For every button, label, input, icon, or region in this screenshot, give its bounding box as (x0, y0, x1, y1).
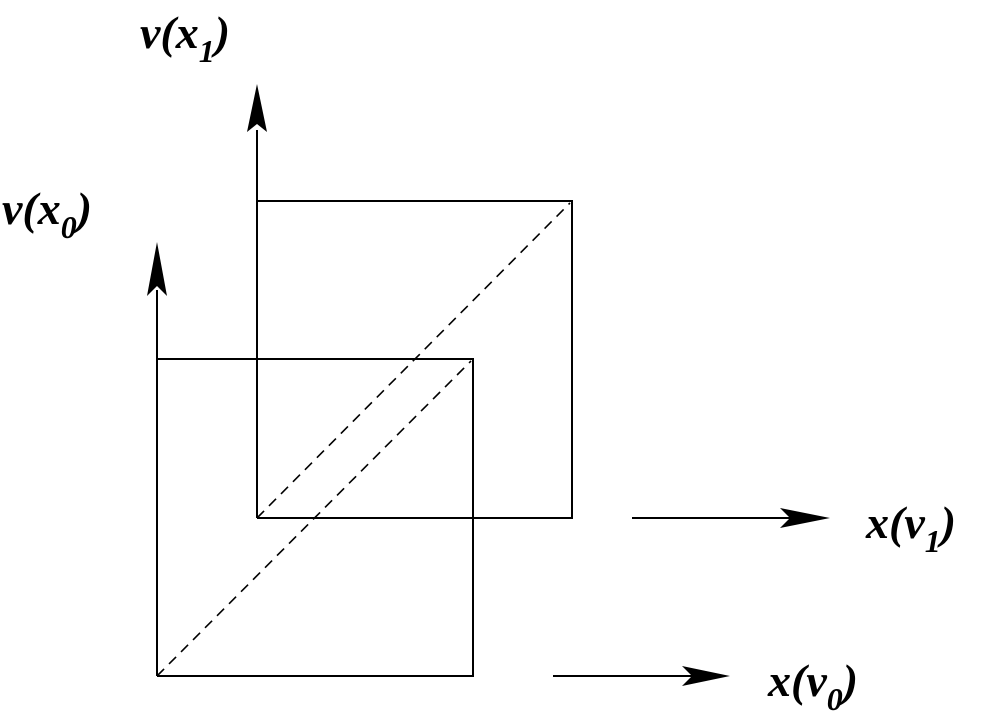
label-v-x1: v(x1) (140, 7, 230, 69)
frame-1 (247, 84, 830, 528)
frame-0-horizontal-arrowhead (682, 666, 730, 686)
frame-1-diagonal (256, 202, 571, 519)
frame-0-box (157, 358, 474, 677)
frame-1-box (257, 200, 573, 519)
label-v-x0-base: v(x (2, 183, 61, 234)
label-x-v0-close: ) (839, 655, 858, 706)
label-v-x1-close: ) (211, 7, 230, 58)
label-v-x1-base: v(x (140, 7, 199, 58)
label-x-v1-close: ) (937, 497, 956, 548)
frame-1-vertical-arrowhead (247, 84, 267, 132)
label-v-x0-sub: 0 (61, 209, 77, 245)
frame-0-vertical-arrowhead (147, 242, 167, 296)
label-v-x0: v(x0) (2, 183, 92, 245)
label-v-x0-close: ) (73, 183, 92, 234)
label-v-x1-sub: 1 (199, 33, 215, 69)
label-x-v1-base: x(v (865, 497, 925, 548)
label-x-v0-base: x(v (767, 655, 827, 706)
frame-0 (147, 242, 730, 686)
frame-0-diagonal (156, 360, 472, 677)
label-x-v0-sub: 0 (827, 681, 843, 716)
label-x-v1: x(v1) (865, 497, 956, 559)
label-x-v1-sub: 1 (925, 523, 941, 559)
label-x-v0: x(v0) (767, 655, 858, 716)
frame-1-horizontal-arrowhead (780, 508, 830, 528)
